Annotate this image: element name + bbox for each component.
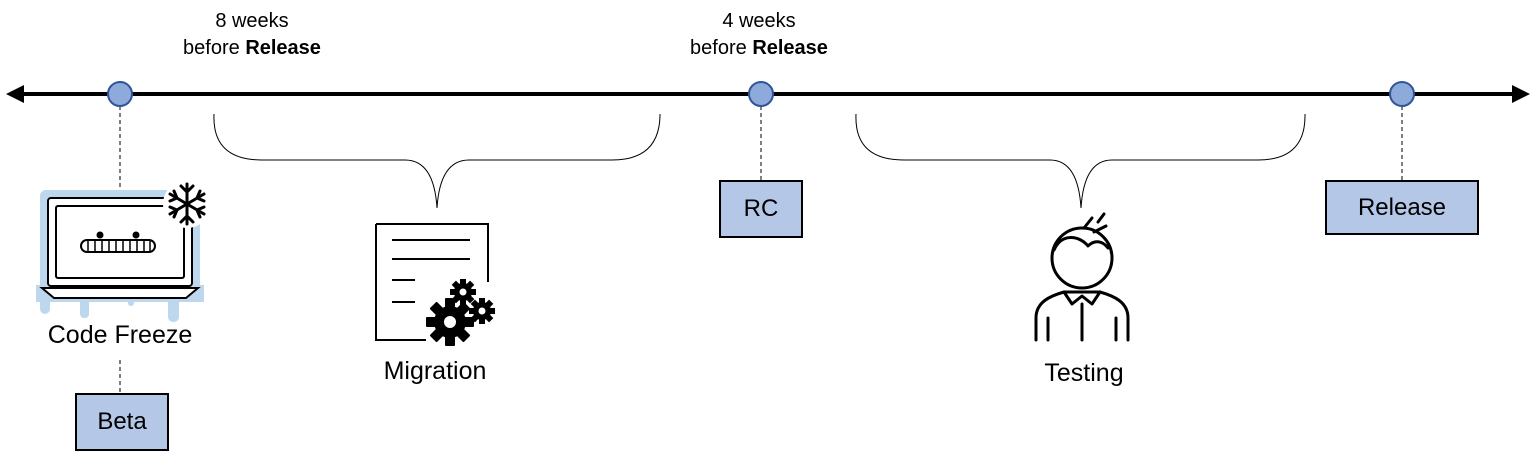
top-label-4-weeks-prefix: before — [690, 37, 753, 59]
milestone-node-rc — [748, 81, 774, 107]
phase-caption-migration: Migration — [383, 357, 487, 385]
top-label-8-weeks-bold: Release — [245, 37, 321, 59]
top-label-8-weeks-prefix: before — [183, 37, 246, 59]
migration-brace — [213, 113, 661, 209]
frozen-laptop-icon — [36, 180, 211, 322]
milestone-box-beta: Beta — [75, 393, 169, 451]
document-gears-icon — [375, 223, 495, 346]
axis-left-arrowhead — [6, 85, 24, 103]
dashed-connectors — [119, 106, 1403, 393]
milestone-node-release — [1389, 81, 1415, 107]
milestone-box-rc: RC — [719, 180, 803, 238]
testing-brace — [855, 113, 1306, 209]
person-icon — [1034, 212, 1130, 342]
phase-caption-testing: Testing — [1044, 359, 1124, 387]
snowflake-icon — [163, 180, 211, 228]
top-label-8-weeks-line2: before Release — [162, 35, 342, 62]
top-label-8-weeks-line1: 8 weeks — [215, 10, 289, 32]
phase-caption-code-freeze: Code Freeze — [47, 321, 193, 349]
milestone-node-beta — [107, 81, 133, 107]
top-label-4-weeks-line2: before Release — [669, 35, 849, 62]
top-label-4-weeks-bold: Release — [752, 37, 828, 59]
top-label-4-weeks: 4 weeks before Release — [669, 8, 849, 62]
top-label-4-weeks-line1: 4 weeks — [722, 10, 796, 32]
top-label-8-weeks: 8 weeks before Release — [162, 8, 342, 62]
axis-right-arrowhead — [1512, 85, 1530, 103]
milestone-box-release: Release — [1325, 180, 1479, 235]
